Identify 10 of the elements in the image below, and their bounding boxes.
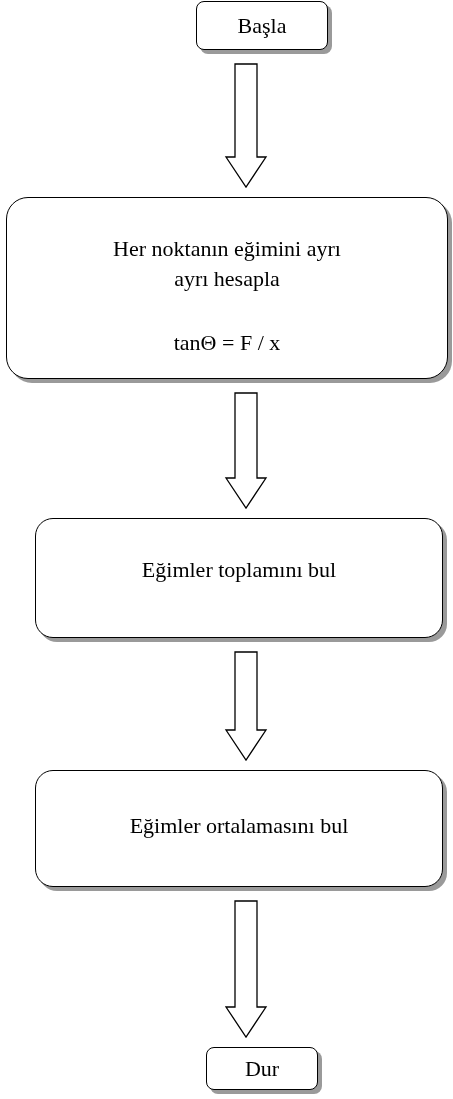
block-arrow: [224, 392, 268, 510]
block-arrow: [224, 900, 268, 1039]
node-text: Eğimler ortalamasını bul: [129, 812, 349, 840]
node-text: tanΘ = F / x: [173, 329, 281, 357]
node-text: Her noktanın eğimini ayrı ayrı hesapla: [112, 235, 342, 293]
block-arrow: [224, 63, 268, 189]
block-arrow: [224, 651, 268, 762]
node-text: Başla: [237, 11, 287, 40]
node-text: Eğimler toplamını bul: [141, 556, 337, 584]
node-text: Dur: [244, 1054, 280, 1083]
